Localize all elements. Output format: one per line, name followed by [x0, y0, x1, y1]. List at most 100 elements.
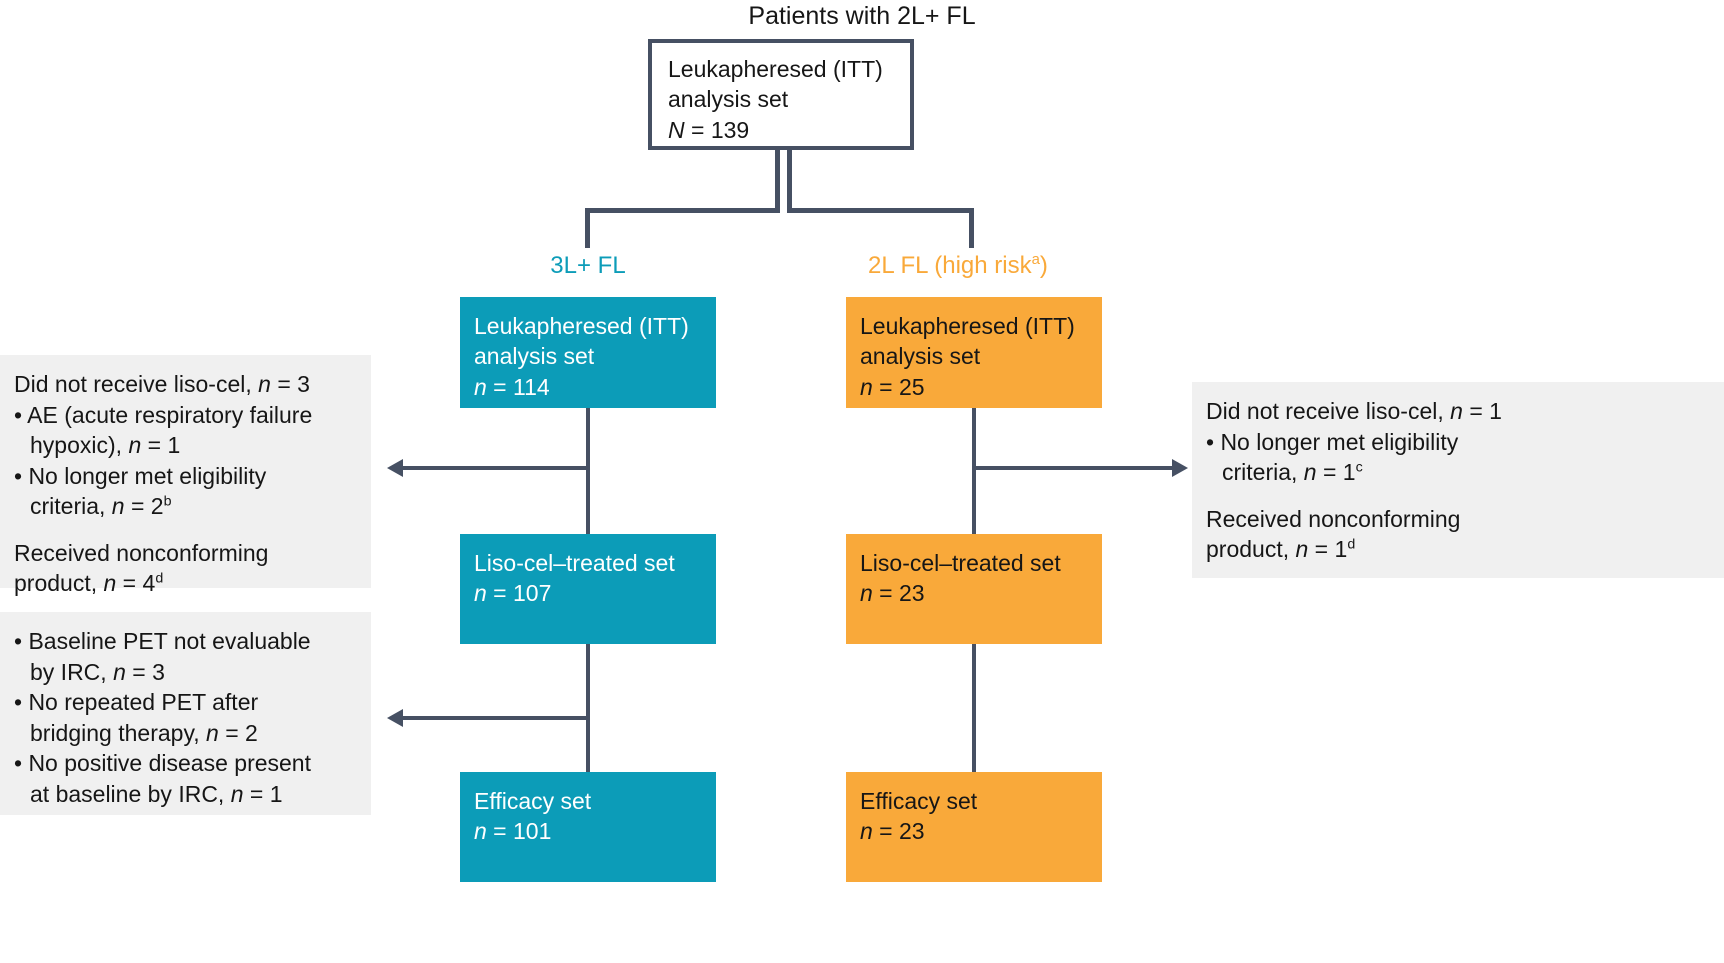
- note-left-top-para2-footnote: d: [155, 570, 164, 587]
- connector-root-left-drop: [775, 150, 780, 213]
- note-right-heading-val: = 1: [1462, 398, 1502, 424]
- note-left-top-bullet-2-cont: criteria, n = 2b: [14, 491, 357, 522]
- note-left-top-heading-n: n: [258, 371, 271, 397]
- root-box-leukapheresed-itt: Leukapheresed (ITT) analysis set N = 139: [648, 39, 914, 150]
- note-right-bullet-1-cont: criteria, n = 1c: [1206, 457, 1710, 488]
- root-box-line1: Leukapheresed (ITT): [668, 56, 883, 82]
- note-left-top-para2-line2: product, n = 4d: [14, 568, 357, 599]
- box-teal-liso-cel-treated-set: Liso-cel–treated set n = 107: [460, 534, 716, 644]
- arrow-orange-itt-to-right-note-head: [1172, 459, 1188, 477]
- note-right-para2-footnote: d: [1347, 536, 1356, 553]
- note-right-bullet-1-footnote: c: [1355, 459, 1363, 476]
- note-left-bottom-bullet-1-val: = 3: [125, 658, 165, 685]
- note-left-top-bullet-1-cont-text: hypoxic),: [30, 432, 129, 459]
- arm-heading-orange-label: 2L FL (high risk: [868, 252, 1032, 279]
- note-left-top-heading-text: Did not receive liso-cel,: [14, 371, 259, 397]
- connector-teal-itt-to-treated: [586, 408, 590, 534]
- arrow-teal-itt-to-left-note-line: [403, 466, 588, 470]
- box-teal-efficacy-line1: Efficacy set: [474, 788, 592, 814]
- note-left-bottom-bullet-3-cont: at baseline by IRC, n = 1: [14, 779, 357, 810]
- connector-orange-itt-to-treated: [972, 408, 976, 534]
- note-left-top-para2-text: product,: [14, 570, 104, 597]
- note-left-top-para2-n: n: [103, 570, 117, 597]
- box-orange-treated-n-value: = 23: [872, 580, 925, 607]
- box-orange-efficacy-line1: Efficacy set: [860, 788, 978, 814]
- root-box-text: Leukapheresed (ITT) analysis set N = 139: [668, 54, 902, 145]
- arrow-teal-treated-to-left-note-head: [387, 709, 403, 727]
- note-left-top-heading: Did not receive liso-cel, n = 3: [14, 369, 357, 400]
- box-orange-itt-n-label: n: [860, 373, 873, 400]
- note-left-bottom-bullet-3-n: n: [230, 780, 244, 807]
- box-orange-efficacy-text: Efficacy set n = 23: [860, 786, 1102, 847]
- note-left-bottom-bullet-1-cont: by IRC, n = 3: [14, 657, 357, 688]
- root-box-n-label: N: [668, 116, 685, 143]
- note-right-heading-text: Did not receive liso-cel,: [1206, 398, 1451, 424]
- note-left-bottom-bullet-1-cont-text: by IRC,: [30, 658, 114, 685]
- note-right-para2-text: product,: [1206, 536, 1296, 563]
- box-orange-itt-line1: Leukapheresed (ITT): [860, 313, 1075, 339]
- note-left-top-bullet-1-val: = 1: [141, 432, 181, 459]
- box-orange-treated-n-label: n: [860, 580, 873, 607]
- box-teal-treated-n-value: = 107: [486, 580, 552, 607]
- box-teal-treated-line1: Liso-cel–treated set: [474, 550, 675, 576]
- note-left-bottom-bullet-2-n: n: [206, 719, 219, 746]
- arm-heading-orange-close: ): [1039, 252, 1048, 279]
- box-teal-treated-n-label: n: [474, 580, 487, 607]
- note-right-para2-n: n: [1295, 536, 1309, 563]
- note-left-top-bullet-2-cont-text: criteria,: [30, 493, 112, 520]
- box-teal-efficacy-n-value: = 101: [486, 818, 552, 845]
- arm-heading-orange-footnote: a: [1031, 252, 1040, 268]
- note-left-top-bullet-2-footnote: b: [163, 493, 172, 510]
- box-orange-itt-n-value: = 25: [872, 373, 925, 400]
- box-orange-efficacy-n-value: = 23: [872, 818, 925, 845]
- note-left-bottom-bullet-2-cont: bridging therapy, n = 2: [14, 718, 357, 749]
- note-left-top-bullet-2-val: = 2: [124, 493, 164, 520]
- arm-heading-teal: 3L+ FL: [460, 252, 716, 280]
- connector-orange-arm-drop: [969, 208, 974, 248]
- box-orange-treated-line1: Liso-cel–treated set: [860, 550, 1061, 576]
- note-left-bottom-bullet-3: • No positive disease present: [14, 750, 311, 777]
- box-teal-itt-n-label: n: [474, 373, 487, 400]
- note-left-bottom-bullet-1-n: n: [113, 658, 126, 685]
- connector-teal-treated-to-efficacy: [586, 644, 590, 772]
- arm-heading-teal-label: 3L+ FL: [550, 252, 626, 279]
- box-teal-itt-text: Leukapheresed (ITT) analysis set n = 114: [474, 311, 716, 402]
- box-orange-itt-text: Leukapheresed (ITT) analysis set n = 25: [860, 311, 1102, 402]
- box-orange-treated-text: Liso-cel–treated set n = 23: [860, 548, 1102, 609]
- root-box-line2: analysis set: [668, 86, 789, 113]
- arrow-orange-itt-to-right-note-line: [972, 466, 1172, 470]
- box-teal-efficacy-n-label: n: [474, 818, 487, 845]
- note-left-top-bullet-2: • No longer met eligibility: [14, 461, 357, 492]
- page-title: Patients with 2L+ FL: [748, 2, 976, 30]
- box-teal-efficacy-text: Efficacy set n = 101: [474, 786, 716, 847]
- note-right-bullet-1: • No longer met eligibility: [1206, 428, 1459, 455]
- note-left-bottom: • Baseline PET not evaluable by IRC, n =…: [0, 612, 371, 815]
- note-right: Did not receive liso-cel, n = 1 • No lon…: [1192, 382, 1724, 578]
- box-orange-leukapheresed-itt: Leukapheresed (ITT) analysis set n = 25: [846, 297, 1102, 408]
- box-teal-treated-text: Liso-cel–treated set n = 107: [474, 548, 716, 609]
- note-left-top-bullet-2-n: n: [111, 493, 125, 520]
- note-right-para2-line1: Received nonconforming: [1206, 505, 1461, 532]
- box-teal-itt-n-value: = 114: [486, 373, 550, 400]
- note-left-top-heading-val: = 3: [270, 371, 310, 397]
- note-right-bullet-1-val: = 1: [1316, 459, 1356, 486]
- note-left-top-para2-val: = 4: [116, 570, 156, 597]
- note-left-bottom-bullet-2-cont-text: bridging therapy,: [30, 719, 207, 746]
- note-left-bottom-bullet-2: • No repeated PET after: [14, 689, 259, 716]
- connector-teal-arm-drop: [585, 208, 590, 248]
- note-left-top-para2-line1: Received nonconforming: [14, 539, 269, 566]
- note-left-top: Did not receive liso-cel, n = 3 • AE (ac…: [0, 355, 371, 596]
- note-left-bottom-bullet-3-val: = 1: [243, 780, 283, 807]
- box-orange-efficacy-n-label: n: [860, 818, 873, 845]
- box-teal-itt-line1: Leukapheresed (ITT): [474, 313, 689, 339]
- note-right-heading: Did not receive liso-cel, n = 1: [1206, 396, 1710, 427]
- note-left-top-bullet-1-cont: hypoxic), n = 1: [14, 430, 357, 461]
- box-orange-efficacy-set: Efficacy set n = 23: [846, 772, 1102, 882]
- note-left-top-bullet-1: • AE (acute respiratory failure: [14, 400, 357, 431]
- note-left-top-bullet-1-text: • AE (acute respiratory failure: [14, 401, 313, 428]
- note-right-bullet-1-cont-text: criteria,: [1222, 459, 1304, 486]
- note-right-para2-val: = 1: [1308, 536, 1348, 563]
- connector-root-right-horizontal: [787, 208, 974, 213]
- note-right-heading-n: n: [1450, 398, 1463, 424]
